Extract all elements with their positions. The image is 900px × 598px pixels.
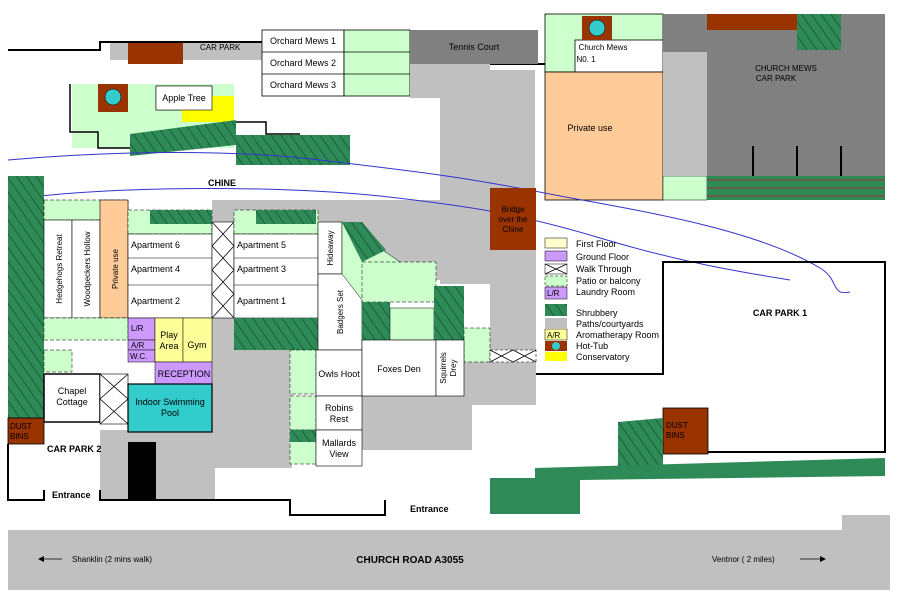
entrance-left-label: Entrance xyxy=(52,490,91,500)
chapel-cottage-label-2: Cottage xyxy=(56,397,88,407)
car-park-top-label: CAR PARK xyxy=(200,43,241,52)
reception-label: RECEPTION xyxy=(158,369,211,379)
apartment-1-label: Apartment 1 xyxy=(237,296,286,306)
legend-aromatherapy: Aromatherapy Room xyxy=(576,330,659,340)
tennis-court xyxy=(410,30,538,64)
squirrels-drey-label-2: Drey xyxy=(449,360,458,377)
walk-through xyxy=(211,221,235,319)
legend-ground-floor: Ground Floor xyxy=(576,252,629,262)
arrow-left-icon xyxy=(38,556,44,562)
dust-bins-left xyxy=(7,417,45,445)
tennis-court-label: Tennis Court xyxy=(449,42,500,52)
left-cottages: Hedgehogs Retreat Woodpeckers Hollow Pri… xyxy=(43,199,129,373)
arrow-right-icon xyxy=(820,556,826,562)
church-road xyxy=(8,530,890,590)
robins-rest-label: Robins xyxy=(325,403,354,413)
legend-shrubbery: Shrubbery xyxy=(576,308,618,318)
apartment-4-label: Apartment 4 xyxy=(131,264,180,274)
woodpeckers-hollow-label: Woodpeckers Hollow xyxy=(83,231,92,306)
hideaway-badgers: Hideaway Badgers Set xyxy=(317,221,491,363)
legend-laundry: Laundry Room xyxy=(576,287,635,297)
pool-label-2: Pool xyxy=(161,408,179,418)
apple-tree-garden: Apple Tree xyxy=(72,84,236,156)
reception-block: L/R A/R W.C. Play Area Gym RECEPTION xyxy=(127,317,213,385)
foxes-den-label: Foxes Den xyxy=(377,364,421,374)
gym-label: Gym xyxy=(188,340,207,350)
bridge-over-the-chine xyxy=(490,188,536,250)
bridge-label-3: Chine xyxy=(503,225,524,234)
hot-tub-icon xyxy=(552,342,560,350)
church-mews-1-number: N0. 1 xyxy=(576,55,596,64)
orchard-mews-2-label: Orchard Mews 2 xyxy=(270,58,336,68)
walk-through xyxy=(489,349,537,363)
orchard-mews: Orchard Mews 1 Orchard Mews 2 Orchard Me… xyxy=(261,29,411,97)
church-mews-private-use xyxy=(544,71,664,201)
chapel-cottage xyxy=(43,373,101,423)
owls-hoot-label: Owls Hoot xyxy=(318,369,360,379)
apartment-5-label: Apartment 5 xyxy=(237,240,286,250)
hot-tub-icon xyxy=(588,19,606,37)
private-use-mews-label: Private use xyxy=(567,123,612,133)
orchard-mews-3-label: Orchard Mews 3 xyxy=(270,80,336,90)
aromatherapy-room-label: A/R xyxy=(131,341,145,350)
legend-paths: Paths/courtyards xyxy=(576,319,644,329)
walk-through xyxy=(99,373,129,425)
legend-hot-tub: Hot-Tub xyxy=(576,341,608,351)
legend-conservatory: Conservatory xyxy=(576,352,630,362)
badgers-set-label: Badgers Set xyxy=(336,289,345,334)
hot-tub-icon xyxy=(104,88,122,106)
squirrels-drey-label: Squirrels xyxy=(439,352,448,384)
apartment-6-label: Apartment 6 xyxy=(131,240,180,250)
entrance-gate xyxy=(128,442,156,500)
laundry-room-label: L/R xyxy=(131,324,144,333)
shrubbery-left xyxy=(8,176,44,330)
apple-tree-label: Apple Tree xyxy=(162,93,206,103)
legend-laundry-swatch: L/R xyxy=(547,289,560,298)
orchard-mews-1-label: Orchard Mews 1 xyxy=(270,36,336,46)
play-area-label: Play xyxy=(160,330,178,340)
legend-walk-through: Walk Through xyxy=(576,264,632,274)
car-park-1-boundary xyxy=(536,261,886,453)
bridge-label: Bridge xyxy=(501,205,525,214)
chine-stream xyxy=(7,152,851,294)
wc-label: W.C. xyxy=(130,352,147,361)
road-label: CHURCH ROAD A3055 xyxy=(356,555,464,566)
dust-bins-left-label-2: BINS xyxy=(10,432,29,441)
robins-rest-label-2: Rest xyxy=(330,414,349,424)
apartment-2-label: Apartment 2 xyxy=(131,296,180,306)
indoor-swimming-pool xyxy=(127,383,213,433)
dust-bins-right-label-2: BINS xyxy=(666,431,685,440)
apartment-3-label: Apartment 3 xyxy=(237,264,286,274)
church-mews-car-park-label: CHURCH MEWS xyxy=(755,64,817,73)
hideaway-label: Hideaway xyxy=(326,230,335,265)
chine-label: CHINE xyxy=(208,178,236,188)
private-use-label: Private use xyxy=(111,248,120,289)
mallards-view-label: Mallards xyxy=(322,438,357,448)
dust-bins-right-label: DUST xyxy=(666,421,688,430)
pool-label: Indoor Swimming xyxy=(135,397,205,407)
car-park-1-label: CAR PARK 1 xyxy=(753,308,807,318)
legend-first-floor: First Floor xyxy=(576,239,617,249)
chapel-cottage-label: Chapel xyxy=(58,386,87,396)
ventnor-label: Ventnor ( 2 miles) xyxy=(712,555,775,564)
bridge-label-2: over the xyxy=(499,215,528,224)
church-mews-1-label: Church Mews xyxy=(579,43,628,52)
church-mews: Church Mews N0. 1 Private use xyxy=(544,13,708,201)
legend-patio: Patio or balcony xyxy=(576,276,641,286)
hedgehogs-retreat-label: Hedgehogs Retreat xyxy=(55,234,64,304)
apartments-block: Apartment 6 Apartment 4 Apartment 2 Apar… xyxy=(127,209,319,350)
legend: First Floor Ground Floor Walk Through Pa… xyxy=(544,237,659,362)
play-area-label-2: Area xyxy=(159,341,178,351)
dust-bins-right xyxy=(662,407,709,455)
lower-cottages: Owls Hoot Foxes Den Squirrels Drey Robin… xyxy=(289,339,465,467)
mallards-view-label-2: View xyxy=(329,449,349,459)
church-mews-car-park-label-2: CAR PARK xyxy=(756,74,797,83)
entrance-mid-label: Entrance xyxy=(410,504,449,514)
shanklin-label: Shanklin (2 mins walk) xyxy=(72,555,152,564)
car-park-2-label: CAR PARK 2 xyxy=(47,444,101,454)
legend-aroma-swatch: A/R xyxy=(547,331,561,340)
shrubbery-right xyxy=(490,458,885,514)
dust-bins-left-label: DUST xyxy=(10,422,32,431)
